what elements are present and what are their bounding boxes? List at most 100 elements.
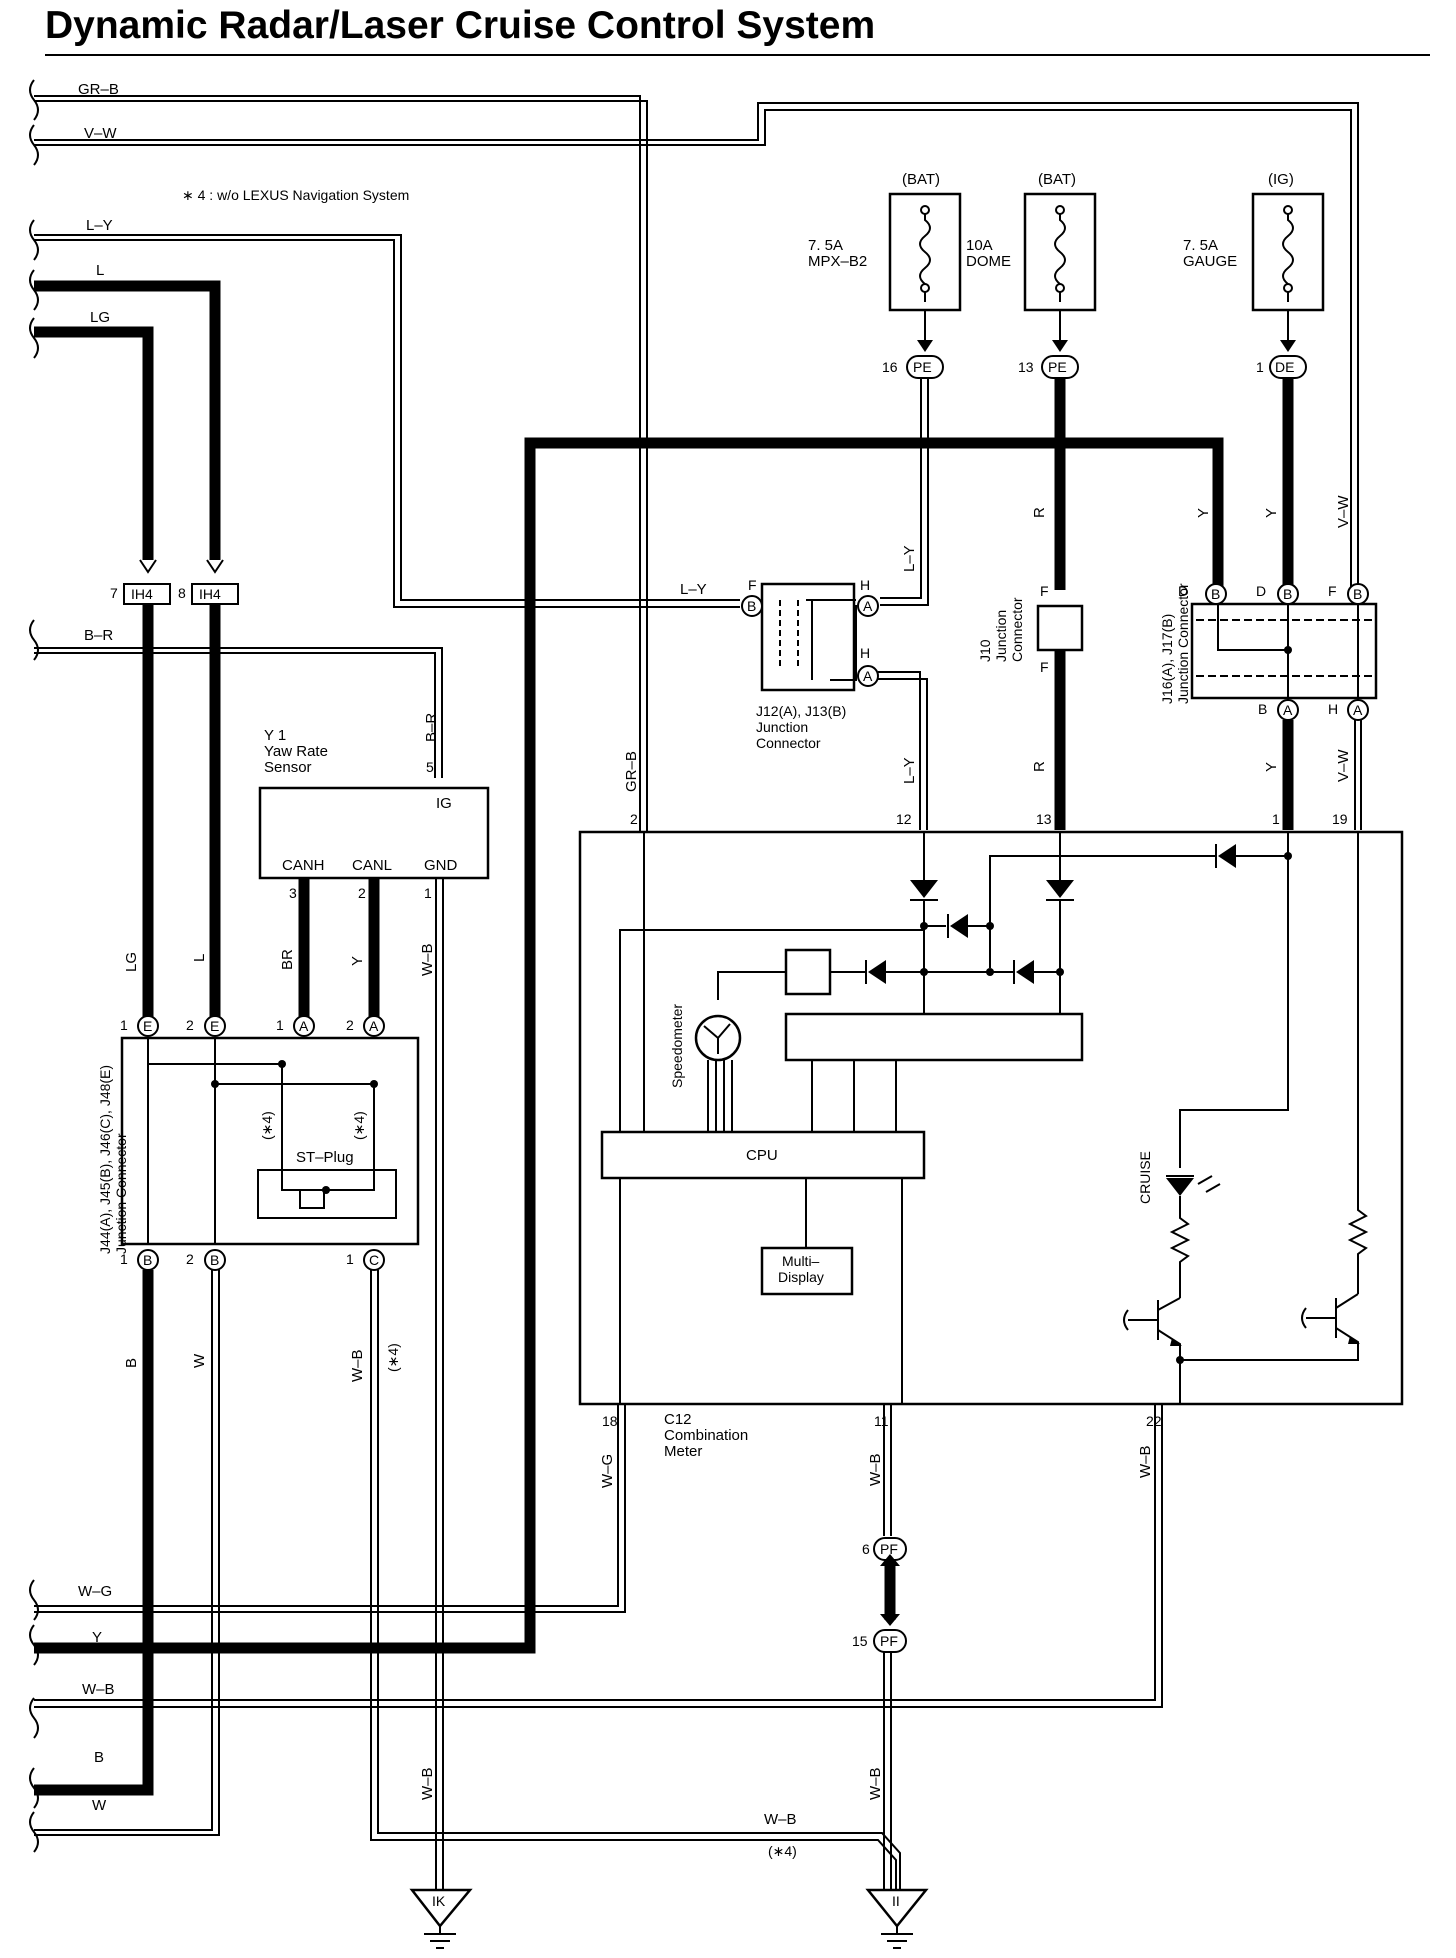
pin-number: 5: [426, 759, 434, 775]
wire-label-lg: LG: [90, 309, 110, 326]
pin-letter: E: [143, 1018, 152, 1034]
wire-label: Y: [1263, 762, 1280, 772]
wire-label-b: B: [94, 1749, 104, 1766]
connector-code: PF: [880, 1633, 898, 1649]
connector-ih4-7: 7 IH4: [110, 559, 171, 605]
wire-grb-b: [34, 100, 648, 832]
wire-vw-b: [34, 109, 1352, 592]
pin-letter: E: [210, 1018, 219, 1034]
wire-label-l: L: [96, 262, 104, 279]
connector-code: PE: [1048, 359, 1067, 375]
wire-label-wb: W–B: [82, 1681, 115, 1698]
wire-label-y: Y: [92, 1629, 102, 1646]
pin-number: 8: [178, 585, 186, 601]
fuse-rating: 7. 5A: [808, 237, 843, 254]
fuse-rating: 10A: [966, 237, 993, 254]
wire-label: W–B: [764, 1811, 797, 1828]
junction-j16: D D F B B B B H A A J16(A), J17(B) Junct…: [1159, 583, 1378, 721]
wire-ly-pe16: [880, 378, 922, 599]
pin-number: 7: [110, 585, 118, 601]
junction-name: J12(A), J13(B): [756, 703, 846, 719]
pin-number: 1: [120, 1017, 128, 1033]
connector-pf-15: 15 PF: [852, 1629, 907, 1653]
display-label: Display: [778, 1269, 824, 1285]
fuse-name: GAUGE: [1183, 253, 1237, 270]
combination-meter: 2 12 13 1 19 18 11 22 C12 Combination Me…: [578, 811, 1404, 1460]
fuse-source: (IG): [1268, 171, 1294, 188]
wire-label: W–B: [419, 943, 436, 976]
wire-wb-22: [34, 1404, 1156, 1701]
pin-letter: B: [1283, 586, 1292, 602]
note-marker: (∗4): [351, 1111, 367, 1140]
fuse-rating: 7. 5A: [1183, 237, 1218, 254]
fuse-source: (BAT): [902, 171, 940, 188]
pin-name: GND: [424, 857, 458, 874]
junction-name: Junction: [993, 610, 1009, 662]
junction-name: Junction: [756, 719, 808, 735]
fuse-source: (BAT): [1038, 171, 1076, 188]
connector-pe-13: 13 PE: [1018, 355, 1079, 379]
fuse-gauge: (IG) 7. 5A GAUGE: [1183, 171, 1325, 312]
pin-letter: B: [1211, 586, 1220, 602]
junction-name: J44(A), J45(B), J46(C), J48(E): [97, 1065, 113, 1254]
pin-number: 22: [1146, 1413, 1162, 1429]
pin-number: 3: [289, 885, 297, 901]
pin-number: 12: [896, 811, 912, 827]
wire-label: W–G: [599, 1454, 616, 1488]
fuse-name: MPX–B2: [808, 253, 867, 270]
wire-wb-j44: [370, 1270, 897, 1890]
connector-ih4-8: 8 IH4: [178, 559, 239, 605]
wire-label: W–B: [867, 1767, 884, 1800]
pin-letter: B: [210, 1252, 219, 1268]
wire-label: W–B: [867, 1453, 884, 1486]
note-marker: (∗4): [768, 1843, 797, 1859]
junction-name: J10: [977, 639, 993, 662]
connector-pf-6: 6 PF: [862, 1537, 907, 1561]
pin-number: 19: [1332, 811, 1348, 827]
connector-code: DE: [1275, 359, 1294, 375]
component-name: Combination: [664, 1427, 748, 1444]
pin-number: 18: [602, 1413, 618, 1429]
note-text: ∗ 4 : w/o LEXUS Navigation System: [182, 187, 409, 203]
pin-number: 2: [630, 811, 638, 827]
wire-label: L–Y: [680, 581, 707, 598]
ground-ik: IK: [409, 1888, 473, 1949]
pin-number: 6: [862, 1541, 870, 1557]
pin-letter: A: [863, 668, 873, 684]
pin-letter: H: [860, 577, 870, 593]
wire-label: W–B: [419, 1767, 436, 1800]
connector-de-1: 1 DE: [1256, 355, 1307, 379]
pin-name: CANL: [352, 857, 392, 874]
cruise-indicator-label: CRUISE: [1137, 1151, 1153, 1204]
wire-b: [34, 1270, 154, 1796]
pin-number: 1: [1272, 811, 1280, 827]
connector-code: IH4: [131, 586, 153, 602]
wire-label: LG: [123, 952, 140, 972]
wire-label-br: B–R: [84, 627, 113, 644]
fuse-dome: (BAT) 10A DOME: [966, 171, 1097, 312]
wire-label-ly: L–Y: [86, 217, 113, 234]
wire-grb: [34, 95, 641, 832]
wire-wg: [34, 1404, 619, 1607]
pin-letter: H: [860, 645, 870, 661]
wire-br-b: [34, 652, 436, 778]
speedometer-label: Speedometer: [669, 1004, 685, 1088]
pin-letter: B: [747, 598, 756, 614]
yaw-rate-sensor: Y 1 Yaw Rate Sensor 5 IG CANH CANL GND 3…: [258, 727, 490, 901]
wire-label-br-v: B–R: [423, 713, 440, 742]
pin-letter: F: [1040, 659, 1049, 675]
component-id: Y 1: [264, 727, 286, 744]
wire-w: [34, 1270, 213, 1831]
cpu-label: CPU: [746, 1147, 778, 1164]
pin-number: 1: [120, 1251, 128, 1267]
pin-letter: A: [863, 598, 873, 614]
pin-number: 2: [358, 885, 366, 901]
display-label: Multi–: [782, 1253, 820, 1269]
junction-name: Connector: [1009, 597, 1025, 662]
wire-label-grb: GR–B: [78, 81, 119, 98]
wire-label: R: [1031, 507, 1048, 518]
pin-number: 2: [186, 1017, 194, 1033]
pin-number: 13: [1036, 811, 1052, 827]
wire-label: R: [1031, 761, 1048, 772]
